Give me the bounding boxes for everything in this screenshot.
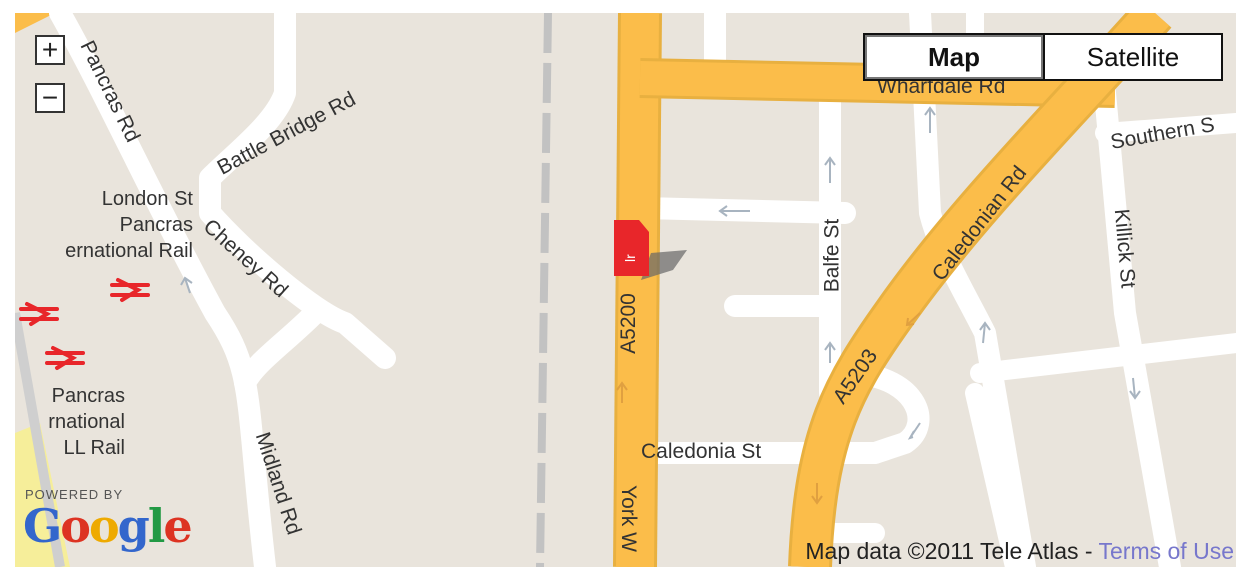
google-logo[interactable]: Google bbox=[23, 503, 193, 549]
railway-line bbox=[536, 13, 552, 567]
road-label-york-way: York W bbox=[616, 485, 640, 552]
poi-label-london-st-pancras: London St Pancras ernational Rail bbox=[65, 188, 193, 262]
zoom-in-button[interactable]: + bbox=[35, 35, 65, 65]
national-rail-icon[interactable] bbox=[17, 301, 61, 327]
map-attribution: Map data ©2011 Tele Atlas - Terms of Use bbox=[805, 538, 1234, 565]
poi-label-pancras-international: Pancras rnational LL Rail bbox=[48, 385, 125, 459]
terms-of-use-link[interactable]: Terms of Use bbox=[1098, 538, 1234, 564]
google-logo-letter: o bbox=[88, 499, 120, 553]
national-rail-icon[interactable] bbox=[43, 345, 87, 371]
road-label-a5200: A5200 bbox=[616, 293, 640, 354]
google-logo-letter: l bbox=[147, 499, 166, 553]
map-type-map-button[interactable]: Map bbox=[865, 35, 1043, 79]
svg-text:lr: lr bbox=[622, 254, 638, 262]
road-label-balfe-st: Balfe St bbox=[820, 218, 844, 293]
map-type-satellite-button[interactable]: Satellite bbox=[1043, 35, 1221, 79]
map-type-control: Map Satellite bbox=[863, 33, 1223, 81]
powered-by-label: POWERED BY bbox=[25, 487, 124, 502]
zoom-out-button[interactable]: − bbox=[35, 83, 65, 113]
map-canvas[interactable]: lr Pancras Rd Battle Bridge Rd Cheney Rd… bbox=[15, 13, 1236, 567]
map-base-layer bbox=[15, 13, 1236, 567]
one-way-arrows bbox=[180, 106, 1141, 440]
google-logo-letter: e bbox=[163, 499, 192, 553]
road-label-caledonia-st: Caledonia St bbox=[641, 440, 762, 463]
google-logo-letter: o bbox=[60, 499, 91, 553]
red-map-marker-icon[interactable]: lr bbox=[611, 218, 691, 288]
google-logo-letter: G bbox=[23, 499, 62, 553]
national-rail-icon[interactable] bbox=[108, 277, 152, 303]
road-label-wharfdale-rd: Wharfdale Rd bbox=[877, 75, 1006, 98]
attribution-text: Map data ©2011 Tele Atlas - bbox=[805, 538, 1099, 564]
major-roads bbox=[613, 13, 1172, 567]
google-logo-letter: g bbox=[117, 499, 150, 553]
